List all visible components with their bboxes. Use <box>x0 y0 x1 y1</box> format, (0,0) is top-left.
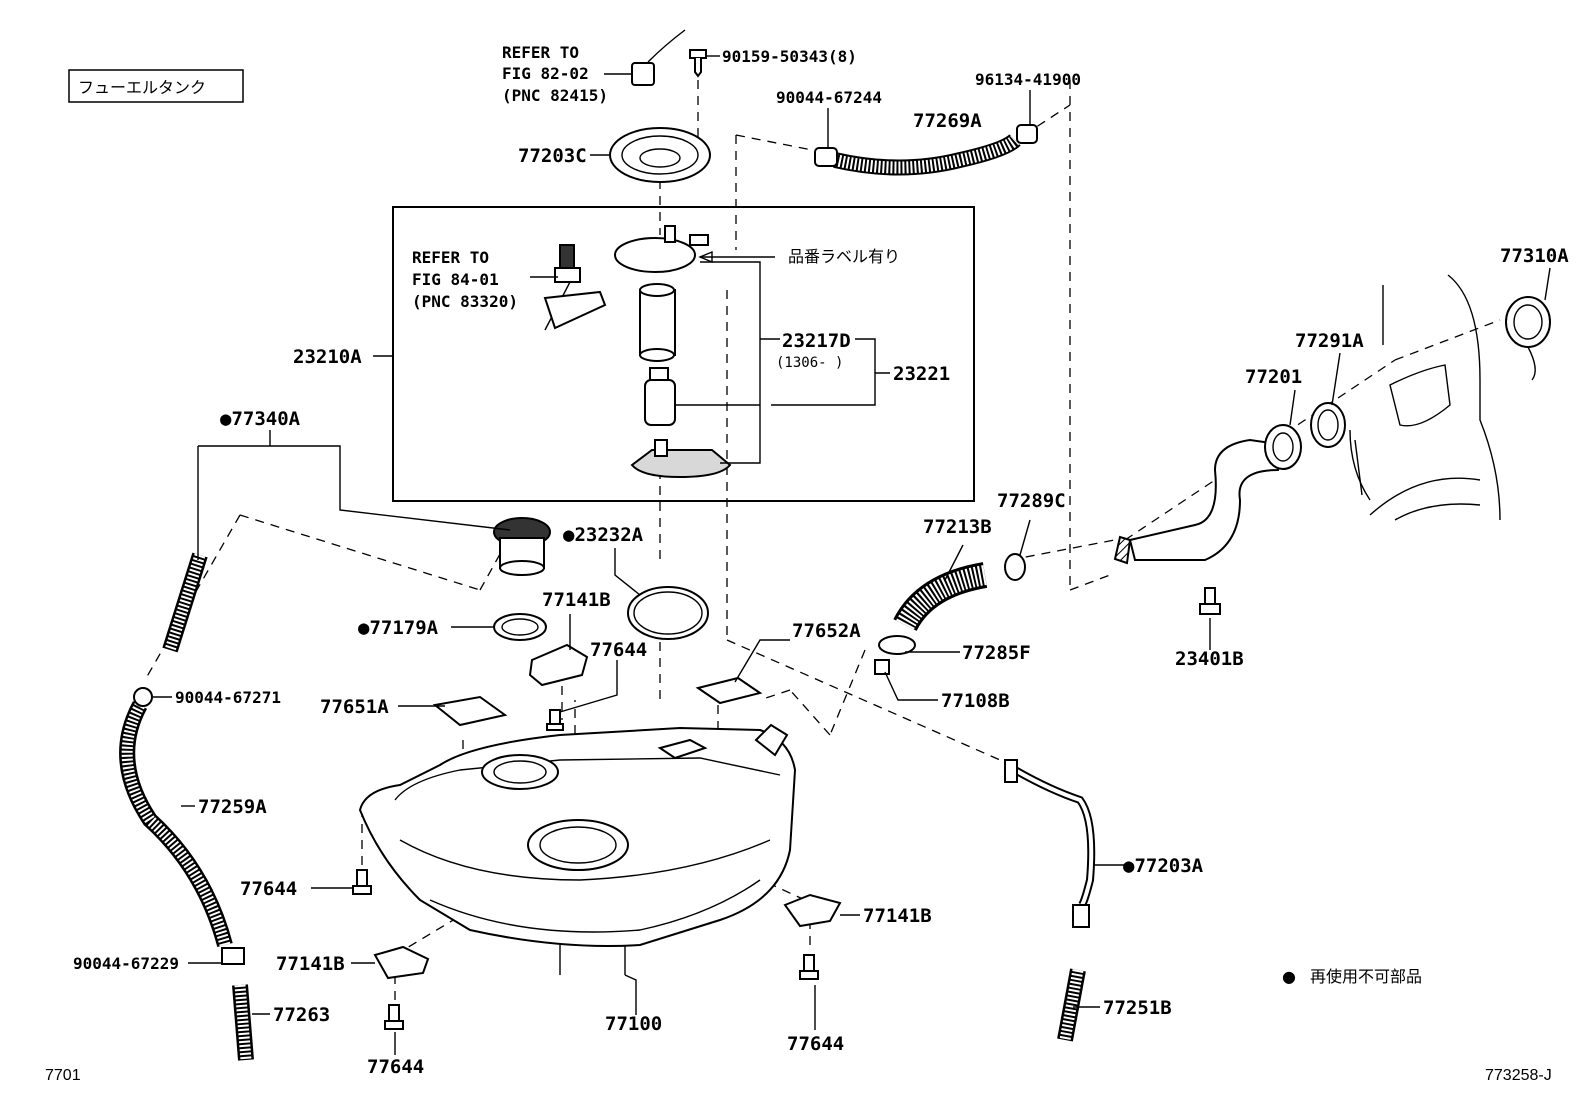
fuel-pump-module <box>614 225 732 479</box>
part-labels: REFER TO FIG 82-02 (PNC 82415) 90159-503… <box>73 43 1569 1078</box>
tube-fitting-icon <box>1072 904 1090 928</box>
vent-hose-left <box>119 552 254 1061</box>
label-77269A: 77269A <box>913 110 982 132</box>
label-77651A: 77651A <box>320 696 389 718</box>
label-23217D: 23217D <box>782 330 851 352</box>
label-77201: 77201 <box>1245 366 1302 388</box>
bolt-icon <box>799 954 819 980</box>
pad-left <box>432 695 508 727</box>
filler-cap-inner <box>493 517 551 576</box>
bolt-icon <box>546 709 564 731</box>
label-77289C: 77289C <box>997 490 1066 512</box>
ref-fig84-line2: FIG 84-01 <box>412 270 499 289</box>
ref-fig82-line3: (PNC 82415) <box>502 86 608 105</box>
bolt-icon <box>384 1004 404 1030</box>
ref-fig84-line1: REFER TO <box>412 248 489 267</box>
assembly-dashed-lines <box>144 80 1501 1005</box>
pump-gasket <box>627 586 709 640</box>
label-23217D-note: (1306- ) <box>776 355 843 371</box>
vent-tube <box>1004 759 1096 1042</box>
clamp-icon <box>133 687 153 707</box>
title-box: フューエルタンク <box>68 69 244 103</box>
label-90044-67244: 90044-67244 <box>776 88 882 107</box>
label-23401B: 23401B <box>1175 648 1244 670</box>
ref-fig82-line2: FIG 82-02 <box>502 64 589 83</box>
label-77263: 77263 <box>273 1004 330 1026</box>
valve-icon <box>874 659 890 675</box>
protector-top <box>528 643 589 687</box>
parts-drawings <box>119 29 1551 1061</box>
label-23221: 23221 <box>893 363 950 385</box>
filler-ring <box>1310 402 1346 448</box>
tube-fitting-icon <box>1004 759 1018 783</box>
fuel-pump-group-box <box>392 206 975 502</box>
label-77644-top: 77644 <box>590 639 647 661</box>
clamp-icon <box>221 947 245 965</box>
bolt-icon <box>1199 587 1221 615</box>
ref-fig82-line1: REFER TO <box>502 43 579 62</box>
legend-symbol: ● <box>1282 967 1296 986</box>
label-77259A: 77259A <box>198 796 267 818</box>
fuel-tank <box>358 723 797 975</box>
label-77291A: 77291A <box>1295 330 1364 352</box>
breather-hose <box>814 124 1038 176</box>
label-note: 品番ラベル有り <box>788 247 900 266</box>
filler-hose <box>874 553 1026 675</box>
label-90044-67271: 90044-67271 <box>175 688 281 707</box>
label-77141B-right: 77141B <box>863 905 932 927</box>
label-77213B: 77213B <box>923 516 992 538</box>
vehicle-body-outline <box>1349 274 1501 521</box>
label-77179A: ●77179A <box>358 617 439 639</box>
label-23232A: ●23232A <box>563 524 644 546</box>
connector-icon <box>631 62 655 86</box>
label-77644-left: 77644 <box>240 878 297 900</box>
fuel-cap <box>1505 296 1551 381</box>
pump-gasket-ring <box>609 127 711 183</box>
label-77108B: 77108B <box>941 690 1010 712</box>
protector-right <box>783 893 842 928</box>
title-text: フューエルタンク <box>78 78 206 97</box>
label-77203C: 77203C <box>518 145 587 167</box>
label-77310A: 77310A <box>1500 245 1569 267</box>
bolt-icon <box>352 869 372 895</box>
label-77141B-bottom: 77141B <box>276 953 345 975</box>
hose-clip-icon <box>1016 124 1038 144</box>
label-96134-41900: 96134-41900 <box>975 70 1081 89</box>
hose-clamp-icon <box>1004 553 1026 581</box>
label-90044-67229: 90044-67229 <box>73 954 179 973</box>
label-77340A: ●77340A <box>220 408 301 430</box>
label-77644-bottom-right: 77644 <box>787 1033 844 1055</box>
label-77203A: ●77203A <box>1123 855 1204 877</box>
label-77100: 77100 <box>605 1013 662 1035</box>
leader-lines <box>153 55 1551 1055</box>
label-77285F: 77285F <box>962 642 1031 664</box>
drawing-number: 773258-J <box>1485 1067 1552 1084</box>
screw-icon <box>689 49 707 78</box>
filler-pipe <box>1113 424 1302 565</box>
label-77652A: 77652A <box>792 620 861 642</box>
label-90159: 90159-50343(8) <box>722 47 857 66</box>
hose-clip-icon <box>814 147 838 167</box>
figure-code: 7701 <box>45 1067 81 1084</box>
label-77141B-top: 77141B <box>542 589 611 611</box>
pad-right <box>695 676 763 705</box>
hose-clamp-icon <box>878 635 916 655</box>
ref-fig84-line3: (PNC 83320) <box>412 292 518 311</box>
fuel-sender-gauge <box>543 244 607 331</box>
protector-bottom <box>373 945 430 980</box>
label-23210A: 23210A <box>293 346 362 368</box>
legend: ● 再使用不可部品 <box>1282 967 1422 986</box>
legend-text: 再使用不可部品 <box>1310 967 1422 986</box>
label-77644-bottom-left: 77644 <box>367 1056 424 1078</box>
label-77251B: 77251B <box>1103 997 1172 1019</box>
